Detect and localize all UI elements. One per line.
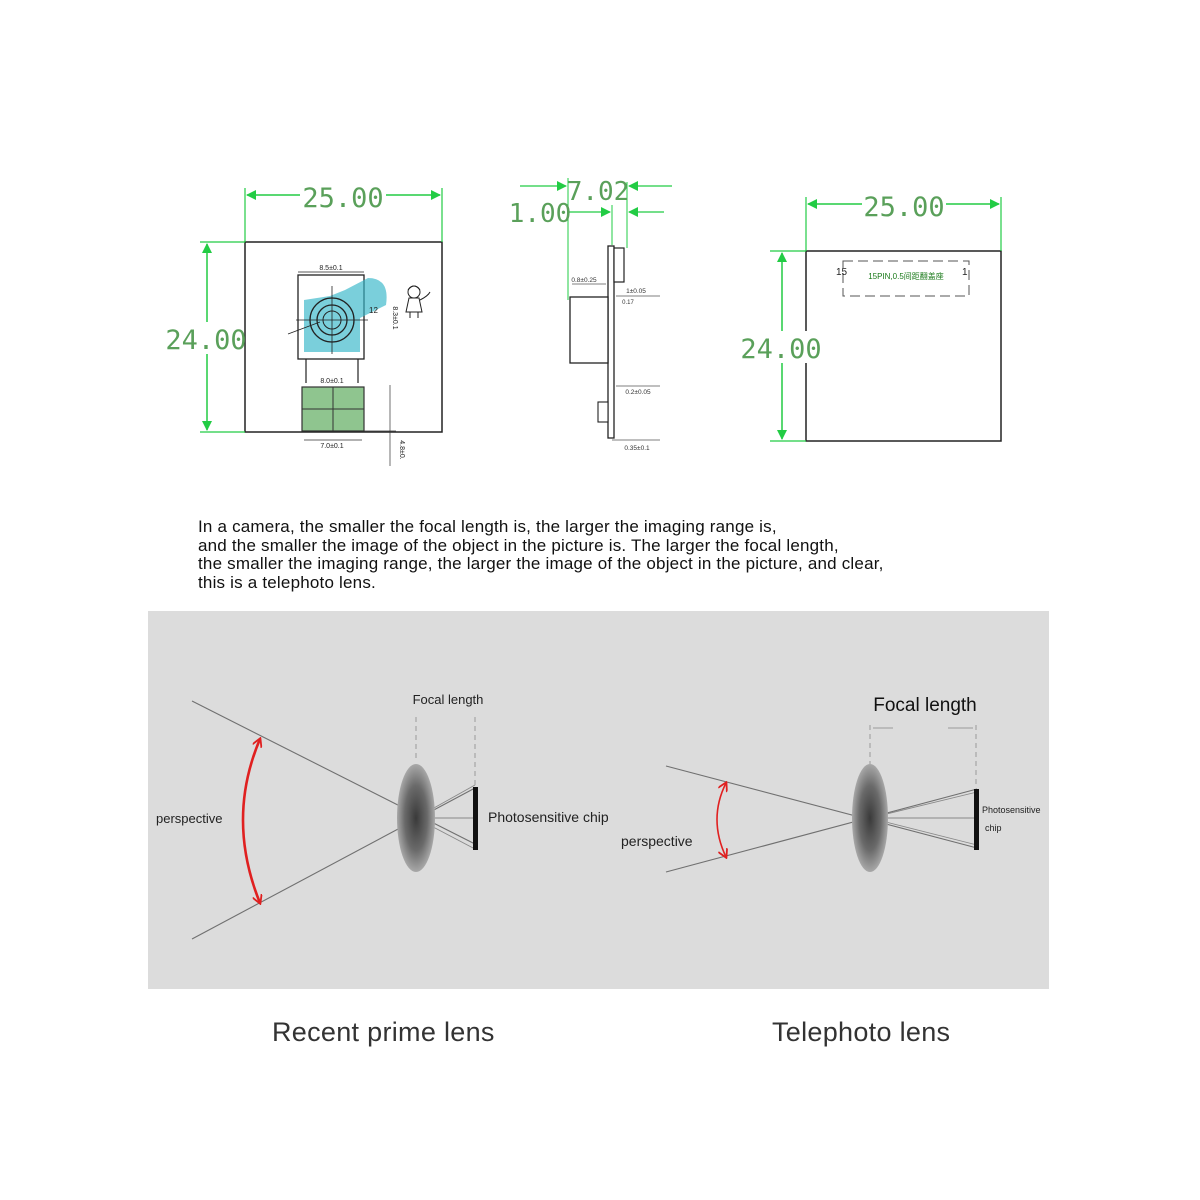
side-label-c: 0.2±0.05: [625, 389, 651, 396]
description-line: the smaller the imaging range, the large…: [198, 554, 884, 573]
telephoto-perspective-label: perspective: [621, 833, 693, 849]
side-lens-body: [569, 296, 609, 364]
svg-text:0.17: 0.17: [622, 300, 634, 306]
figure-icon: [405, 285, 431, 318]
optics-panel: Focal length perspective Photosensitive …: [148, 611, 1049, 989]
telephoto-chip: [974, 789, 979, 850]
side-connector: [597, 401, 609, 423]
lens-holder: [297, 274, 365, 360]
back-view: 25.00 24.00 15 1 15PIN,0.5间距翻盖座: [740, 190, 1002, 442]
front-width-label: 25.00: [302, 183, 383, 214]
description-line: and the smaller the image of the object …: [198, 535, 839, 555]
back-connector-text: 15PIN,0.5间距翻盖座: [868, 271, 944, 281]
back-pin-start: 15: [836, 267, 848, 278]
prime-lens: [397, 764, 435, 872]
panel-background: [148, 611, 1049, 989]
prime-chip: [473, 787, 478, 850]
telephoto-lens: [852, 764, 888, 872]
front-view: 25.00 24.00 12 8.5±0.1 8.3±0.1 8.0±0.1 7…: [165, 180, 443, 466]
lens-mark: 12: [369, 306, 378, 315]
side-label-b: 1±0.05: [626, 288, 646, 295]
side-left-label: 1.00: [509, 199, 572, 229]
back-board-outline: [805, 250, 1002, 442]
front-height-label: 24.00: [165, 325, 246, 356]
lens-width-label: 8.5±0.1: [319, 265, 342, 272]
back-connector-footprint: [842, 260, 970, 297]
prime-perspective-arc: [241, 739, 260, 903]
side-view: 7.02 1.00 0.8±0.25 1±0.05 0.17 0.2±0.05 …: [509, 177, 672, 452]
side-label-a: 0.8±0.25: [571, 277, 597, 284]
description-line: In a camera, the smaller the focal lengt…: [198, 517, 777, 536]
description-line: this is a telephoto lens.: [198, 572, 376, 592]
prime-chip-label: Photosensitive chip: [488, 809, 609, 825]
lens-height-label: 8.3±0.1: [391, 306, 398, 329]
telephoto-perspective-arc: [716, 783, 726, 857]
telephoto-focal-length-label: Focal length: [873, 695, 977, 716]
telephoto-chip-label: Photosensitive: [982, 805, 1041, 815]
back-pin-end: 1: [962, 267, 968, 278]
telephoto-chip-label-2: chip: [985, 823, 1002, 833]
prime-perspective-label: perspective: [156, 811, 222, 826]
side-board: [607, 245, 615, 439]
prime-lens-diagram: Focal length perspective Photosensitive …: [156, 692, 609, 940]
side-top-label: 7.02: [567, 177, 630, 207]
prime-lens-caption: Recent prime lens: [272, 1017, 495, 1047]
side-lens-cap: [613, 247, 625, 283]
telephoto-lens-diagram: Focal length perspective Photosensitive …: [621, 695, 1041, 873]
connector-top-label: 8.0±0.1: [320, 378, 343, 385]
back-width-label: 25.00: [863, 192, 944, 223]
connector-bottom-label: 7.0±0.1: [320, 443, 343, 450]
prime-focal-length-label: Focal length: [413, 692, 484, 707]
technical-drawings: 25.00 24.00 12 8.5±0.1 8.3±0.1 8.0±0.1 7…: [165, 177, 1002, 466]
side-label-d: 0.35±0.1: [624, 445, 650, 452]
back-height-label: 24.00: [740, 334, 821, 365]
description-paragraph: In a camera, the smaller the focal lengt…: [198, 517, 1058, 592]
telephoto-lens-caption: Telephoto lens: [772, 1017, 951, 1047]
connector-side-label: 4.8±0.: [398, 440, 405, 459]
